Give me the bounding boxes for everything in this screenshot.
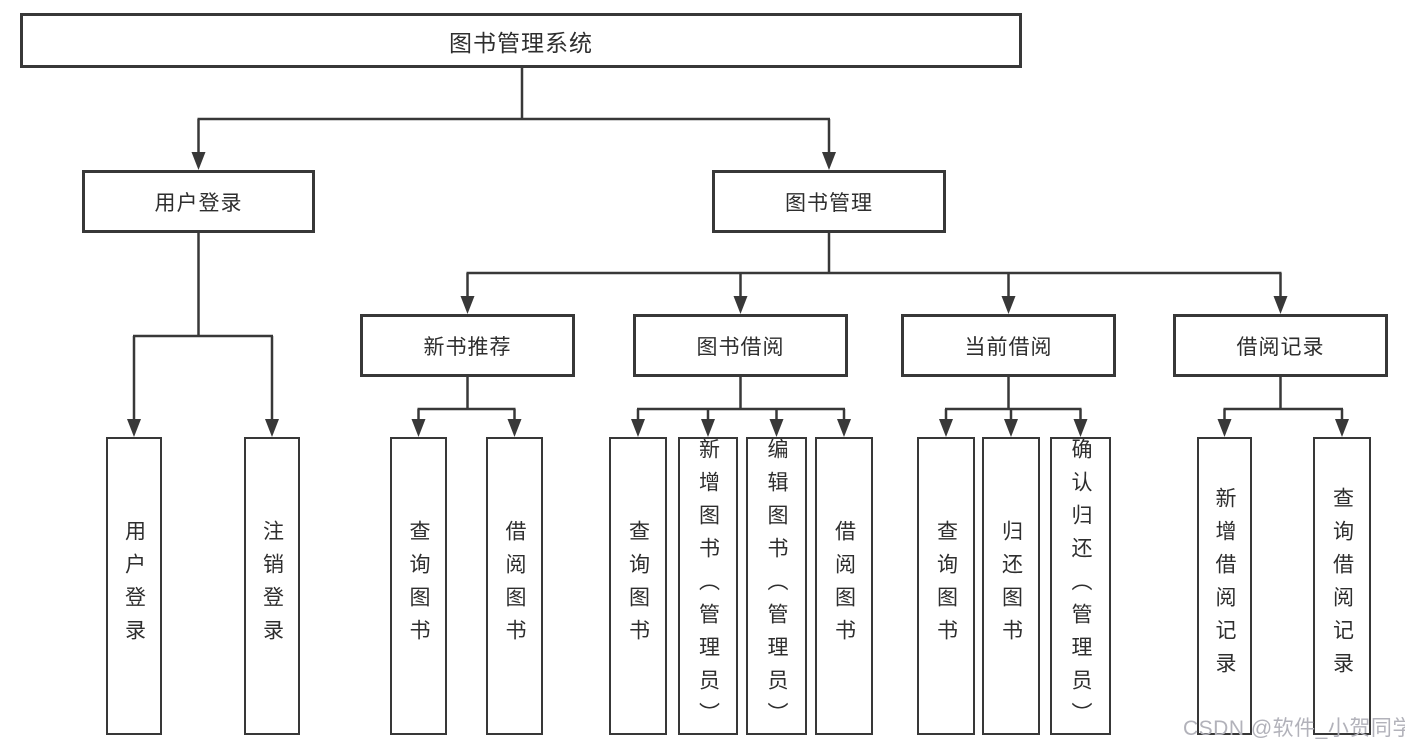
leaf-current-query-books: 查询图书 bbox=[917, 437, 975, 735]
leaf-current-confirm-return-admin-label: 确认归还（管理员） bbox=[1069, 437, 1092, 735]
arrowheads bbox=[127, 152, 1349, 437]
connector-newbook-fork bbox=[417, 377, 516, 421]
node-current-borrowing-label: 当前借阅 bbox=[964, 335, 1053, 359]
leaf-current-query-books-label: 查询图书 bbox=[934, 520, 958, 652]
node-library-system-label: 图书管理系统 bbox=[449, 29, 593, 56]
leaf-newbook-borrow-books: 借阅图书 bbox=[486, 437, 543, 735]
leaf-logout-label: 注销登录 bbox=[260, 520, 284, 652]
leaf-borrow-query-books: 查询图书 bbox=[609, 437, 667, 735]
connector-login-fork bbox=[132, 233, 274, 421]
leaf-current-return-books: 归还图书 bbox=[982, 437, 1040, 735]
node-user-login: 用户登录 bbox=[82, 170, 315, 233]
leaf-user-login: 用户登录 bbox=[106, 437, 162, 735]
node-current-borrowing: 当前借阅 bbox=[901, 314, 1116, 377]
leaf-newbook-query-books: 查询图书 bbox=[390, 437, 447, 735]
leaf-records-add-record-label: 新增借阅记录 bbox=[1213, 487, 1236, 685]
node-library-system: 图书管理系统 bbox=[20, 13, 1022, 68]
watermark: CSDN @软件_小贺同学 bbox=[1183, 717, 1405, 740]
node-borrowing-records: 借阅记录 bbox=[1173, 314, 1388, 377]
leaf-borrow-add-books-admin: 新增图书（管理员） bbox=[678, 437, 738, 735]
leaf-current-confirm-return-admin: 确认归还（管理员） bbox=[1050, 437, 1111, 735]
leaf-current-return-books-label: 归还图书 bbox=[999, 520, 1023, 652]
leaf-borrow-add-books-admin-label: 新增图书（管理员） bbox=[696, 437, 720, 735]
node-book-borrowing-label: 图书借阅 bbox=[696, 335, 785, 359]
connector-mgmt-fork bbox=[466, 233, 1282, 298]
leaf-borrow-query-books-label: 查询图书 bbox=[626, 520, 650, 652]
node-book-borrowing: 图书借阅 bbox=[633, 314, 848, 377]
leaf-borrow-edit-books-admin-label: 编辑图书（管理员） bbox=[765, 437, 788, 735]
leaf-borrow-edit-books-admin: 编辑图书（管理员） bbox=[746, 437, 807, 735]
leaf-newbook-borrow-books-label: 借阅图书 bbox=[503, 520, 526, 652]
leaf-newbook-query-books-label: 查询图书 bbox=[407, 520, 430, 652]
leaf-records-add-record: 新增借阅记录 bbox=[1197, 437, 1252, 735]
connector-records-fork bbox=[1223, 377, 1344, 421]
connector-borrow-fork bbox=[636, 377, 846, 421]
node-book-management-label: 图书管理 bbox=[785, 191, 873, 215]
node-book-management: 图书管理 bbox=[712, 170, 946, 233]
leaf-borrow-borrow-books: 借阅图书 bbox=[815, 437, 873, 735]
connector-current-fork bbox=[944, 377, 1082, 421]
connector-root-fork bbox=[197, 68, 831, 154]
leaf-borrow-borrow-books-label: 借阅图书 bbox=[832, 520, 856, 652]
node-new-book-recommendation: 新书推荐 bbox=[360, 314, 575, 377]
node-new-book-recommendation-label: 新书推荐 bbox=[423, 335, 512, 359]
leaf-logout: 注销登录 bbox=[244, 437, 300, 735]
leaf-user-login-label: 用户登录 bbox=[122, 520, 146, 652]
node-user-login-label: 用户登录 bbox=[154, 191, 243, 215]
leaf-records-query-record-label: 查询借阅记录 bbox=[1330, 487, 1354, 685]
node-borrowing-records-label: 借阅记录 bbox=[1236, 335, 1325, 359]
leaf-records-query-record: 查询借阅记录 bbox=[1313, 437, 1371, 735]
